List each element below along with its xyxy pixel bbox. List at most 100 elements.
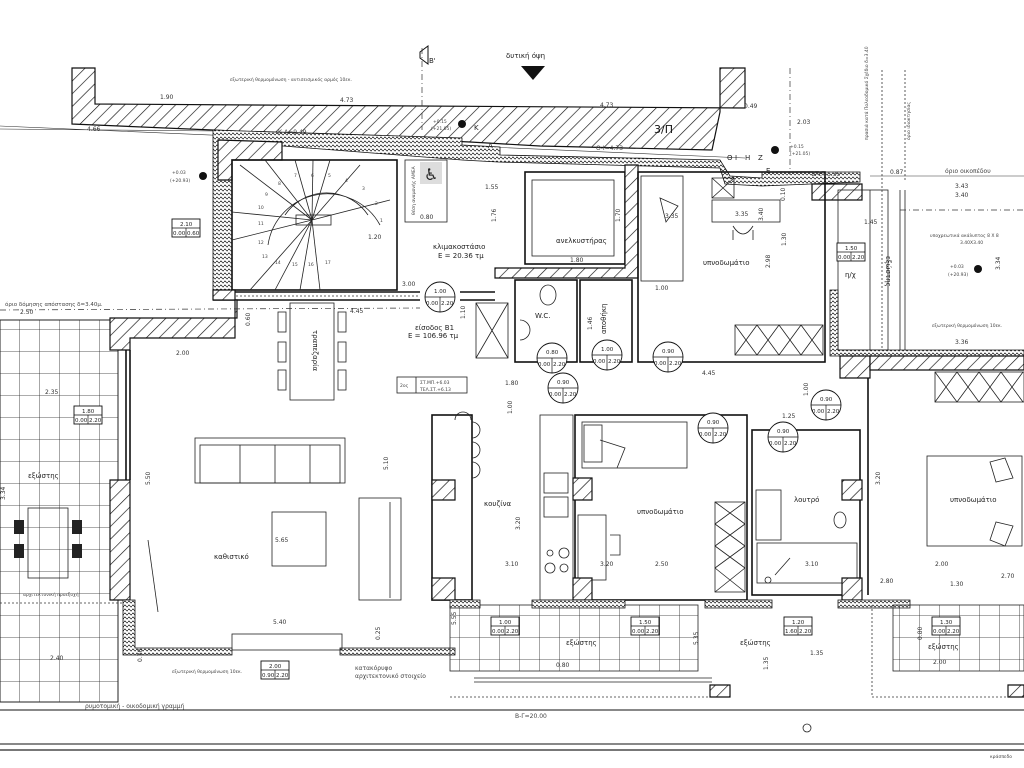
side-note-1: πρασιά κατά Πολεοδομικό Σχέδιο δ=3.40 [863,46,870,140]
opening-width: 0.90 [662,349,675,355]
elevation-title: δυτική όψη [506,52,545,60]
right-balcony-top [829,189,1024,403]
room-label-storage: αποθήκη [600,304,608,334]
level-icon [199,172,207,180]
dimension-label: 1.25 [782,413,796,420]
vertical-element-note: κατακόρυφο [355,665,393,672]
dimension-label: 1.30 [781,232,788,246]
dimension-label: 3.43 [955,183,969,190]
dimension-label: 5.40 [273,619,287,626]
dimension-label: 1.46 [587,316,594,330]
opening-height: 2.20 [89,418,102,424]
dimension-label: 2.40 [50,655,64,662]
opening-sill: 0.00 [769,441,782,447]
svg-text:Ι: Ι [735,154,737,162]
dimension-label: 3.35 [665,213,679,220]
level-icon [974,265,982,273]
dimension-label: 1.30 [950,581,964,588]
svg-text:1: 1 [380,218,383,224]
open-space-dims: 3.40X3.40 [960,240,983,246]
level-icon [771,146,779,154]
dimension-label: 2.00 [933,659,947,666]
dimension-label: 1.70 [615,208,622,222]
sidewalk-note: κράσπεδο [990,753,1012,760]
svg-text:8: 8 [278,181,281,187]
svg-text:+0.15: +0.15 [790,144,804,150]
opening-sill: 0.00 [549,392,562,398]
dimension-label: 1.45 [864,219,878,226]
opening-height: 2.20 [564,392,577,398]
insulation-note-top: εξωτερική θερμομόνωση - αντισεισμικός αρ… [230,76,352,83]
bedroom-right [867,378,1023,595]
opening-sill: 0.00 [654,361,667,367]
dimension-label: 3.20 [600,561,614,568]
accessible-platform-label: θέση αναμονής ΑΜΕΑ [410,165,417,215]
opening-height: 2.20 [947,629,960,635]
corner-points: Κ Λ Θ Ι Η Ζ Ε [474,124,770,175]
dimension-label: 3.40 [955,192,969,199]
dimension-label: 3.10 [505,561,519,568]
length-bg: Β-Γ=20.00 [515,713,547,720]
arch-projection-note: αρχιτεκτονική προεξοχή [23,591,79,598]
opening-height: 2.20 [714,432,727,438]
svg-text:2: 2 [375,201,378,207]
bedroom-top-right [637,171,826,363]
dimension-label: 5.35 [693,631,700,645]
insulation-note-right: εξωτερική θερμομόνωση 10εκ. [932,322,1002,329]
dimension-label: 3.00 [402,281,416,288]
svg-text:6: 6 [311,173,314,179]
opening-sill: 0.00 [812,409,825,415]
dimension-label: 2.80 [880,578,894,585]
wheelchair-icon [420,162,442,184]
room-label-balcony-bottom-2: εξώστης [740,639,771,647]
opening-sill: 0.00 [632,629,645,635]
room-label-balcony-top-right: εξώστης [884,256,892,287]
dimension-label: 2.50 [20,309,34,316]
opening-height: 0.60 [187,231,200,237]
room-label-elevator: ανελκυστήρας [556,237,607,245]
opening-height: 2.20 [799,629,812,635]
room-label-stairwell: κλιμακοστάσιο [433,243,485,251]
room-label-balcony-right: εξώστης [928,643,959,651]
dimension-label: 0.80 [556,662,570,669]
dimension-label: 2.00 [176,350,190,357]
opening-sill: 0.00 [492,629,505,635]
opening-height: 2.20 [669,361,682,367]
dimension-label: 1.00 [803,382,810,396]
dimension-label: 2.98 [765,254,772,268]
svg-text:Β': Β' [429,57,436,65]
svg-text:5: 5 [328,173,331,179]
dimension-label: 4.45 [702,370,716,377]
room-label-balcony-bottom-1: εξώστης [566,639,597,647]
opening-width: 1.00 [601,347,614,353]
dimension-label: 0.87 [890,169,904,176]
dimension-label: 2.00 [935,561,949,568]
svg-text:14: 14 [275,260,281,266]
opening-width: 1.30 [940,620,953,626]
opening-height: 2.20 [506,629,519,635]
elevation-arrow-icon [521,66,545,80]
opening-width: 1.00 [499,620,512,626]
svg-text:2ος: 2ος [400,383,409,389]
length-thi: Θ-Ι=4.73 [596,145,623,152]
svg-text:Θ: Θ [727,154,733,162]
dimension-label: 2.50 [655,561,669,568]
opening-sill: 0.00 [593,359,606,365]
opening-sill: 0.00 [173,231,186,237]
opening-height: 2.20 [827,409,840,415]
dimension-label: 1.10 [460,305,467,319]
opening-width: 1.50 [639,620,652,626]
length-de: Δ-Ε=5.35 [812,171,841,178]
dimension-label: 1.00 [655,285,669,292]
opening-height: 2.20 [608,359,621,365]
svg-text:17: 17 [325,260,331,266]
dimension-label: 3.10 [805,561,819,568]
svg-text:(+20.93): (+20.93) [948,272,968,278]
